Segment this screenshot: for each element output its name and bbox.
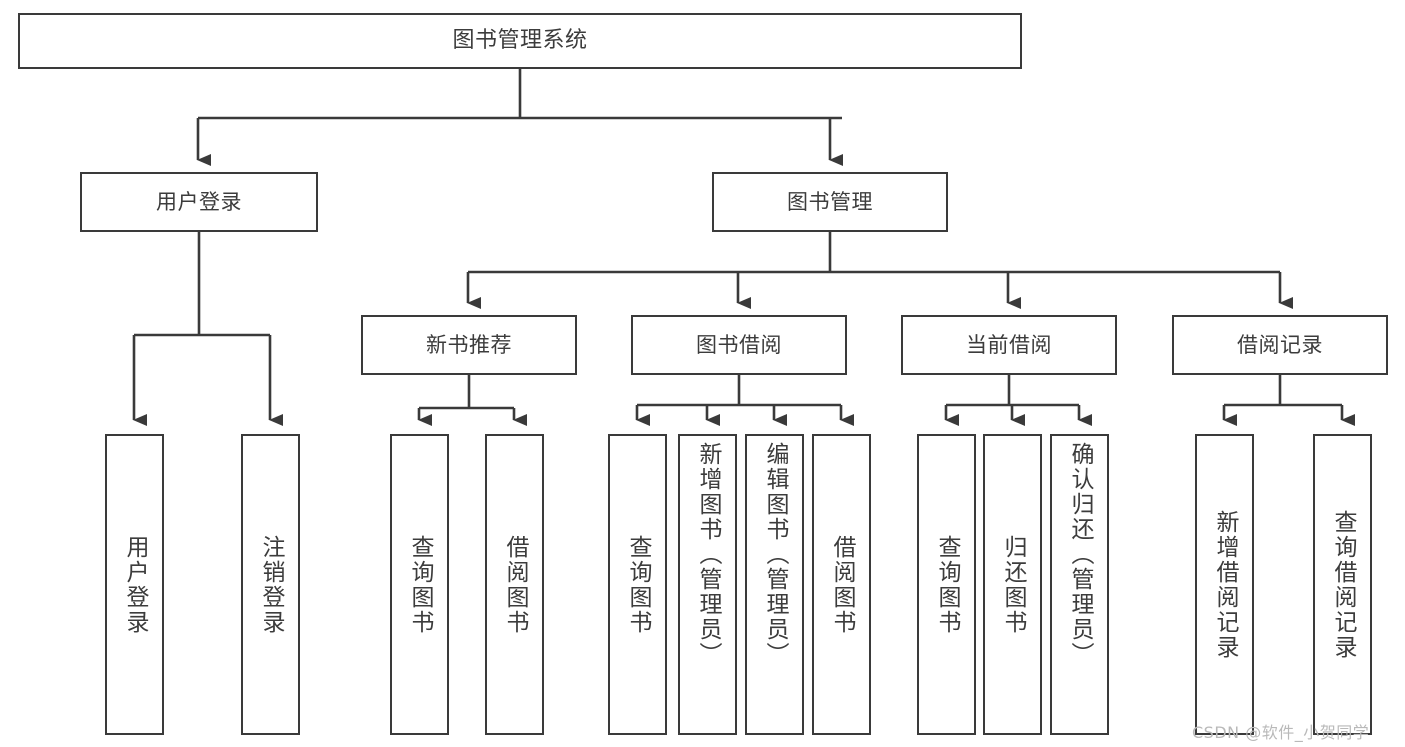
node-label: 归还图书: [1000, 534, 1026, 635]
leaf-query-book-borrow[interactable]: 查询图书: [608, 434, 667, 735]
node-label: 新书推荐: [426, 332, 512, 357]
node-label: 借阅图书: [829, 534, 855, 635]
leaf-confirm-return-admin[interactable]: 确认归还（管理员）: [1050, 434, 1109, 735]
node-label: 当前借阅: [966, 332, 1052, 357]
node-root-system[interactable]: 图书管理系统: [18, 13, 1022, 69]
node-label: 查询图书: [625, 534, 651, 635]
leaf-return-book[interactable]: 归还图书: [983, 434, 1042, 735]
node-label: 用户登录: [156, 189, 242, 214]
node-label: 新增借阅记录: [1212, 509, 1238, 660]
node-label: 借阅记录: [1237, 332, 1323, 357]
node-label: 图书借阅: [696, 332, 782, 357]
leaf-user-login[interactable]: 用户登录: [105, 434, 164, 735]
node-label: 用户登录: [122, 534, 148, 635]
leaf-query-borrow-record[interactable]: 查询借阅记录: [1313, 434, 1372, 735]
node-label: 查询图书: [934, 534, 960, 635]
node-label: 借阅图书: [502, 534, 528, 635]
node-book-borrow[interactable]: 图书借阅: [631, 315, 847, 375]
leaf-logout[interactable]: 注销登录: [241, 434, 300, 735]
node-label: 注销登录: [258, 534, 284, 635]
node-current-borrow[interactable]: 当前借阅: [901, 315, 1117, 375]
leaf-borrow-book[interactable]: 借阅图书: [812, 434, 871, 735]
node-label: 新增图书（管理员）: [695, 442, 721, 667]
node-label: 图书管理系统: [452, 28, 588, 54]
node-book-manage[interactable]: 图书管理: [712, 172, 948, 232]
node-label: 查询图书: [407, 534, 433, 635]
node-borrow-record[interactable]: 借阅记录: [1172, 315, 1388, 375]
leaf-edit-book-admin[interactable]: 编辑图书（管理员）: [745, 434, 804, 735]
leaf-query-book-current[interactable]: 查询图书: [917, 434, 976, 735]
node-label: 图书管理: [787, 189, 873, 214]
leaf-add-book-admin[interactable]: 新增图书（管理员）: [678, 434, 737, 735]
leaf-query-book-recommend[interactable]: 查询图书: [390, 434, 449, 735]
node-label: 编辑图书（管理员）: [762, 442, 788, 667]
node-new-book-recommend[interactable]: 新书推荐: [361, 315, 577, 375]
node-label: 确认归还（管理员）: [1067, 442, 1093, 667]
leaf-add-borrow-record[interactable]: 新增借阅记录: [1195, 434, 1254, 735]
node-label: 查询借阅记录: [1330, 509, 1356, 660]
leaf-borrow-book-recommend[interactable]: 借阅图书: [485, 434, 544, 735]
node-user-login[interactable]: 用户登录: [80, 172, 318, 232]
